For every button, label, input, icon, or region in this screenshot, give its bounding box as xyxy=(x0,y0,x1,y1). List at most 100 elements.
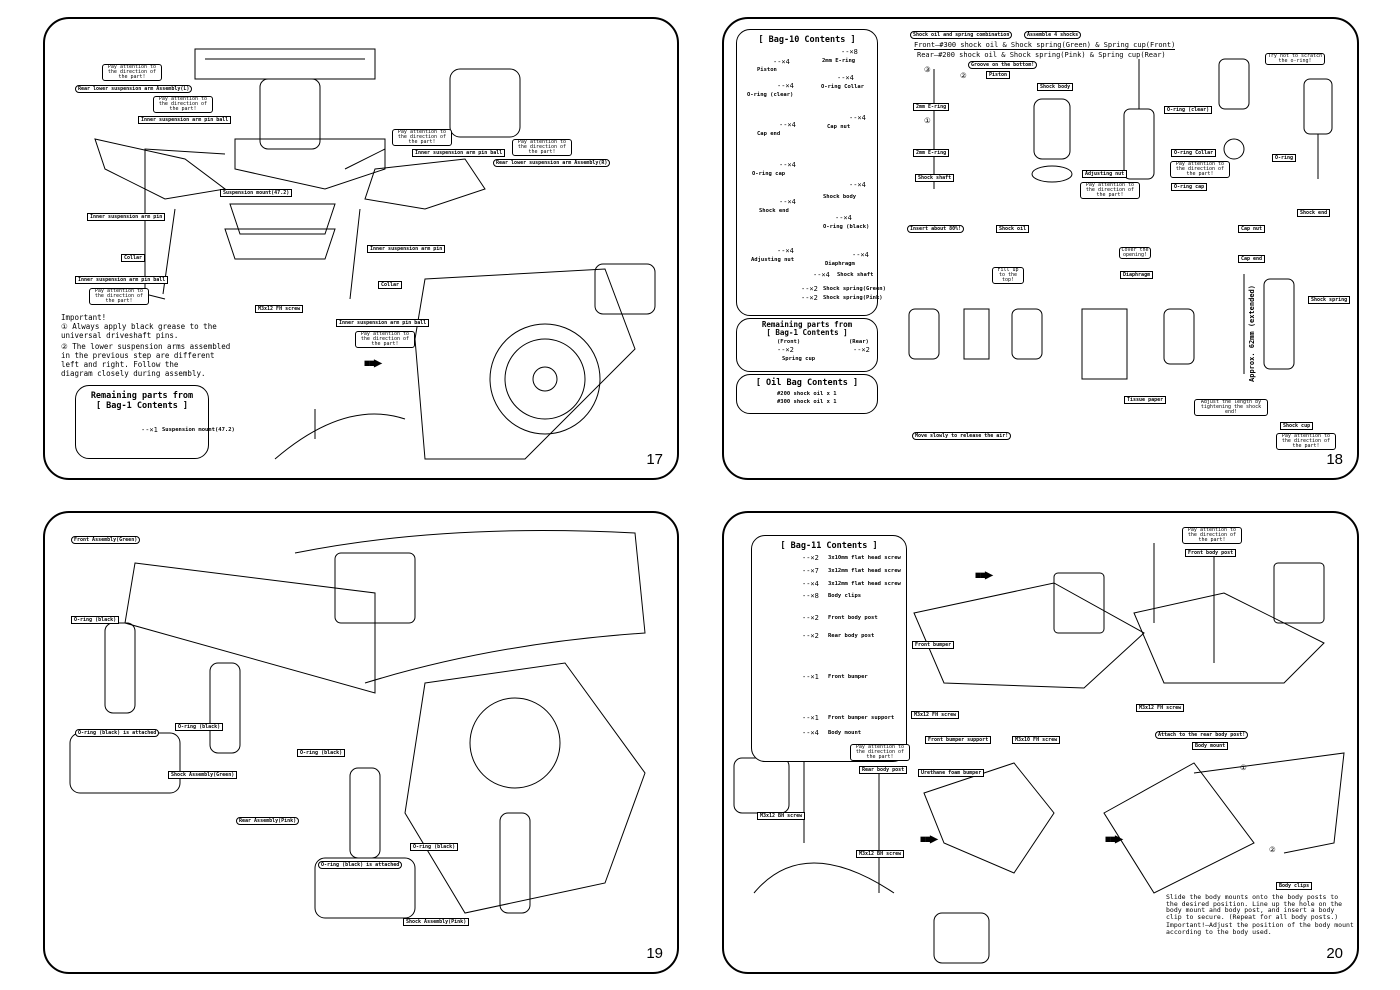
rear-post-label: Rear body post xyxy=(859,766,908,774)
screw-label: M3x12 FH screw xyxy=(911,711,960,719)
cap-nut-label: Cap nut xyxy=(1238,225,1266,233)
suspension-mount-label: Suspension mount(47.2) xyxy=(220,189,293,197)
oil-line: #200 shock oil x 1 xyxy=(777,391,837,397)
quantity: --×4 xyxy=(849,181,866,189)
rear-arm-left-label: Rear lower suspension arm Assembly(L) xyxy=(75,85,193,93)
quantity: --×8 xyxy=(841,48,858,56)
quantity: --×4 xyxy=(779,198,796,206)
instructions-text: Slide the body mounts onto the body post… xyxy=(1166,893,1343,921)
part-name: Shock spring(Pink) xyxy=(823,295,883,301)
shock-pink-label: Shock Assembly(Pink) xyxy=(403,918,470,926)
page-number: 19 xyxy=(646,945,663,962)
header-combination: Shock oil and spring combination xyxy=(910,31,1013,39)
attention-note: Pay attention to the direction of the pa… xyxy=(1276,433,1336,450)
next-step-arrow-icon: ▪▪▶ xyxy=(974,567,993,583)
important-title: Important! xyxy=(61,313,107,322)
part-name: O-ring (clear) xyxy=(747,92,794,98)
quantity: --×4 xyxy=(802,580,819,588)
pin-ball-label: Inner suspension arm pin ball xyxy=(336,319,430,327)
remaining-parts-box: Remaining parts from [ Bag-1 Contents ] … xyxy=(736,318,878,372)
quantity: --×4 xyxy=(779,121,796,129)
body-mount-label: Body mount xyxy=(1192,742,1229,750)
shock-end-label: Shock end xyxy=(1297,209,1331,217)
screw-label: M3x12 FH screw xyxy=(255,305,304,313)
part-name: O-ring Collar xyxy=(821,84,865,90)
page-number: 20 xyxy=(1326,945,1343,962)
part-name: Front body post xyxy=(828,615,878,621)
quantity: --×4 xyxy=(852,251,869,259)
quantity: --×4 xyxy=(779,161,796,169)
part-name: O-ring cap xyxy=(752,171,786,177)
quantity: --×2 xyxy=(802,614,819,622)
oring-label: O-ring (black) xyxy=(410,843,459,851)
screw-label: M3x12 BH screw xyxy=(856,850,905,858)
next-step-arrow-icon: ▪▪▶ xyxy=(363,355,382,371)
bag-10-title: [ Bag-10 Contents ] xyxy=(758,35,856,45)
part-name: Shock spring(Green) xyxy=(823,286,886,292)
quantity: --×8 xyxy=(802,592,819,600)
oring-label: O-ring (black) xyxy=(71,616,120,624)
part-name: Adjusting nut xyxy=(751,257,795,263)
page-number: 17 xyxy=(646,451,663,468)
quantity: --×4 xyxy=(777,82,794,90)
front-label: (Front) xyxy=(777,339,801,345)
part-name: Diaphragm xyxy=(825,261,855,267)
bumper-support-label: Front bumper support xyxy=(925,736,992,744)
body-post-drawing xyxy=(733,543,1345,964)
shock-spring-label: Shock spring xyxy=(1308,296,1351,304)
quantity: --×2 xyxy=(777,346,794,354)
combo-rear: Rear—#200 shock oil & Shock spring(Pink)… xyxy=(917,51,1166,59)
front-assembly-label: Front Assembly(Green) xyxy=(71,536,141,544)
screw-label: M3x12 BH screw xyxy=(757,812,806,820)
attention-note: Pay attention to the direction of the pa… xyxy=(89,288,149,305)
tissue-label: Tissue paper xyxy=(1124,396,1167,404)
part-name: 3x10mm flat head screw xyxy=(828,555,901,561)
diaphragm-label: Diaphragm xyxy=(1120,271,1154,279)
attention-note: Pay attention to the direction of the pa… xyxy=(1170,161,1230,178)
part-name: Cap end xyxy=(757,131,781,137)
oil-bag-title: [ Oil Bag Contents ] xyxy=(755,378,859,388)
shock-green-label: Shock Assembly(Green) xyxy=(168,771,238,779)
quantity: --×2 xyxy=(801,294,818,302)
quantity: --×4 xyxy=(773,58,790,66)
body-label: Shock body xyxy=(1037,83,1074,91)
part-name: Cap nut xyxy=(827,124,851,130)
front-bumper-label: Front bumper xyxy=(912,641,955,649)
oring-attached-label: O-ring (black) is attached xyxy=(75,729,160,737)
rear-label: (Rear) xyxy=(849,339,869,345)
screw-label: M3x10 FH screw xyxy=(1012,736,1061,744)
fill-note: Fill up to the top! xyxy=(992,267,1024,284)
oring-attached-label: O-ring (black) is attached xyxy=(318,861,403,869)
page-17-panel: Pay attention to the direction of the pa… xyxy=(43,17,679,480)
quantity: --×4 xyxy=(835,214,852,222)
body-clip-label: Body clips xyxy=(1276,882,1313,890)
quantity: --×2 xyxy=(802,554,819,562)
part-name: 2mm E-ring xyxy=(822,58,856,64)
attention-note: Pay attention to the direction of the pa… xyxy=(1080,182,1140,199)
attention-note: Pay attention to the direction of the pa… xyxy=(153,96,213,113)
eclip-label: 2mm E-ring xyxy=(913,103,950,111)
shaft-label: Shock shaft xyxy=(915,174,955,182)
remaining-parts-title: Remaining parts from [ Bag-1 Contents ] xyxy=(90,391,194,411)
oil-bag-contents-box: [ Oil Bag Contents ] #200 shock oil x 1 … xyxy=(736,374,878,414)
pin-label: Inner suspension arm pin xyxy=(367,245,446,253)
step-1: ① xyxy=(1240,763,1247,772)
part-name: Body clips xyxy=(828,593,862,599)
collar-label: Collar xyxy=(121,254,146,262)
scratch-note: Try not to scratch the o-ring! xyxy=(1265,53,1325,65)
part-name: Shock end xyxy=(759,208,789,214)
quantity: --×4 xyxy=(777,247,794,255)
pin-label: Inner suspension arm pin xyxy=(87,213,166,221)
page-18-panel: [ Bag-10 Contents ] Piston--×4 2mm E-rin… xyxy=(722,17,1359,480)
next-step-arrow-icon: ▪▪▶ xyxy=(919,831,938,847)
part-name: Spring cup xyxy=(782,356,816,362)
part-name: O-ring (black) xyxy=(823,224,870,230)
page-number: 18 xyxy=(1326,451,1343,468)
attach-label: Attach to the rear body post! xyxy=(1155,731,1249,739)
bag-10-contents-box: [ Bag-10 Contents ] Piston--×4 2mm E-rin… xyxy=(736,29,886,316)
oring-collar-label: O-ring Collar xyxy=(1171,149,1217,157)
shock-assembly-drawing xyxy=(908,58,1333,380)
attention-note: Pay attention to the direction of the pa… xyxy=(1182,527,1242,544)
